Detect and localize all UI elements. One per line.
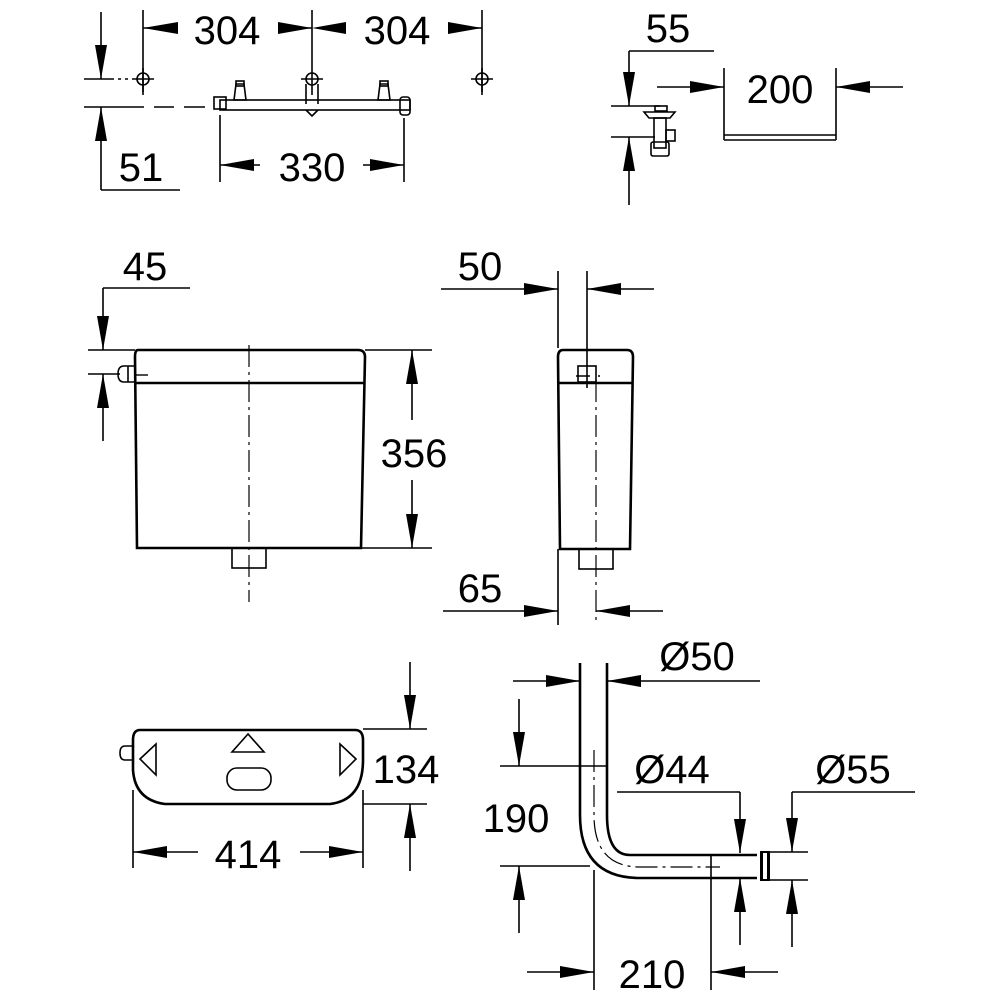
dim-depth-top: 50 [458, 245, 503, 289]
dim-depth: 134 [373, 748, 440, 792]
flush-button-icon [226, 767, 272, 791]
angle-valve-icon [642, 105, 677, 157]
arrow-right-icon [339, 742, 358, 777]
dim-bracket-width: 330 [279, 146, 346, 190]
dim-lever-offset: 45 [123, 245, 168, 289]
dim-length: 210 [619, 953, 686, 997]
dim-width: 414 [215, 833, 282, 877]
bracket-view: 304 304 51 [84, 9, 493, 191]
dim-diameter-outlet: Ø44 [634, 748, 710, 792]
mounting-hole-icon [132, 68, 493, 92]
dim-valve-height: 55 [646, 7, 691, 51]
dim-height: 356 [381, 432, 448, 476]
dim-right-spacing: 304 [364, 9, 431, 53]
flush-pipe-view: Ø50 190 Ø44 Ø55 210 [483, 635, 915, 997]
valve-detail-view: 55 200 [611, 7, 903, 205]
arrow-up-icon [230, 732, 266, 753]
dim-vertical-offset: 51 [119, 146, 164, 190]
dim-diameter-connector: Ø55 [815, 748, 891, 792]
dim-depth-bottom: 65 [458, 567, 503, 611]
dim-connection-width: 200 [747, 68, 814, 112]
dim-diameter-top: Ø50 [659, 635, 735, 679]
arrow-left-icon [138, 742, 157, 777]
dim-height: 190 [483, 797, 550, 841]
dim-left-spacing: 304 [194, 9, 261, 53]
side-view: 50 65 [441, 245, 663, 625]
front-view: 45 356 [88, 245, 447, 602]
bracket-shape [213, 80, 411, 118]
top-view: 134 414 [119, 662, 440, 877]
